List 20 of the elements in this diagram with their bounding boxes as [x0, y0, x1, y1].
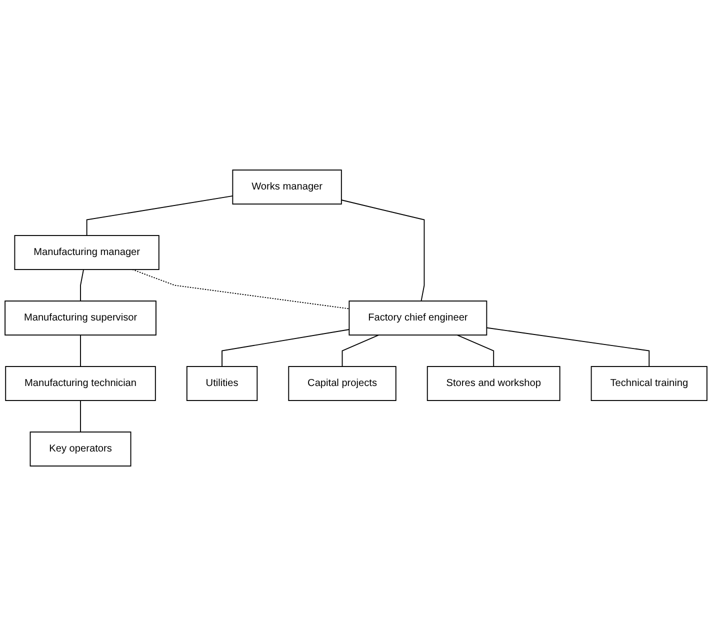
node-box: Manufacturing supervisor [4, 300, 156, 336]
connector [340, 200, 425, 302]
connector [222, 329, 350, 367]
connector [456, 334, 494, 367]
node-box: Stores and workshop [426, 366, 560, 401]
node-box: Works manager [232, 170, 342, 204]
connector [342, 334, 380, 367]
node-box: Factory chief engineer [348, 300, 488, 336]
node-box: Utilities [186, 366, 258, 401]
connector [80, 334, 81, 367]
connector [86, 195, 234, 236]
connector [80, 400, 81, 432]
node-box: Manufacturing technician [5, 366, 156, 401]
connector [486, 327, 650, 367]
node-box: Key operators [30, 432, 132, 466]
connector [132, 269, 350, 310]
node-box: Capital projects [288, 366, 396, 401]
connector [80, 269, 84, 302]
node-box: Technical training [590, 366, 708, 401]
node-box: Manufacturing manager [14, 235, 160, 270]
